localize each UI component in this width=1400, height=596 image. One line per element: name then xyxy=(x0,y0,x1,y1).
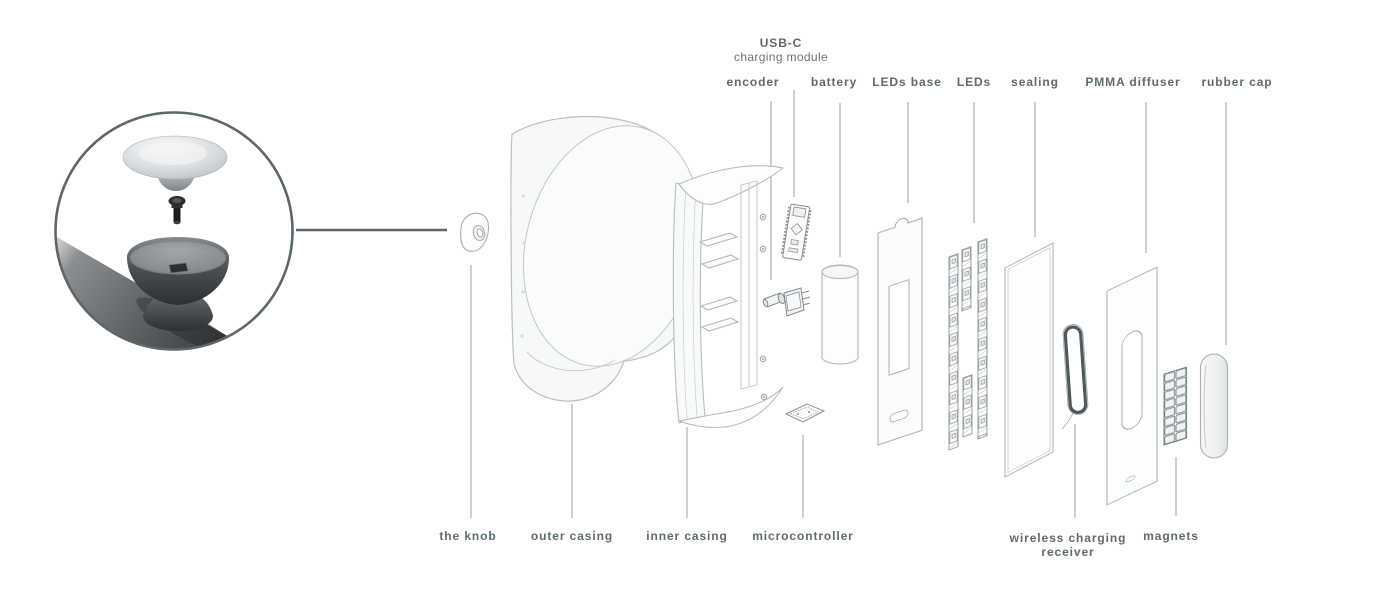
label-outer-casing: outer casing xyxy=(530,529,614,543)
label-battery: battery xyxy=(810,75,858,89)
inset-knob-photo xyxy=(54,111,447,351)
knob-part xyxy=(460,212,490,252)
inset-circle-outline xyxy=(54,111,294,351)
sealing-part xyxy=(1004,242,1054,478)
label-magnets: magnets xyxy=(1143,529,1199,543)
label-inner-casing: inner casing xyxy=(646,529,728,543)
label-microcontroller: microcontroller xyxy=(752,529,854,543)
outer-casing-part xyxy=(510,115,702,402)
label-wireless-receiver: wireless charging receiver xyxy=(1010,531,1127,559)
knob-cap xyxy=(122,135,228,191)
label-usbc-line1: USB-C xyxy=(759,36,803,50)
inner-casing-part xyxy=(672,165,785,429)
label-pmma-diffuser: PMMA diffuser xyxy=(1085,75,1181,89)
label-the-knob: the knob xyxy=(439,529,497,543)
label-wireless-line1: wireless charging xyxy=(1009,531,1127,545)
knob-screw xyxy=(168,196,186,225)
encoder-part xyxy=(762,287,811,317)
knob-bowl xyxy=(127,237,229,305)
label-sealing: sealing xyxy=(1011,75,1059,89)
leds-base-part xyxy=(877,217,923,446)
wireless-receiver-part xyxy=(1061,324,1089,430)
label-usbc-line2: charging module xyxy=(734,50,828,64)
label-rubber-cap: rubber cap xyxy=(1201,75,1273,89)
pmma-diffuser-part xyxy=(1106,266,1158,506)
screws xyxy=(759,213,768,401)
label-usbc-module: USB-C charging module xyxy=(734,36,828,64)
magnets-part xyxy=(1163,366,1188,446)
usbc-module-part xyxy=(780,203,812,261)
battery-part xyxy=(821,264,859,365)
label-leds-base: LEDs base xyxy=(872,75,942,89)
label-leds: LEDs xyxy=(956,75,992,89)
label-wireless-line2: receiver xyxy=(1041,545,1095,559)
led-strips-part xyxy=(948,238,988,451)
rubber-cap-part xyxy=(1199,353,1229,459)
microcontroller-part xyxy=(784,403,826,423)
label-encoder: encoder xyxy=(726,75,780,89)
